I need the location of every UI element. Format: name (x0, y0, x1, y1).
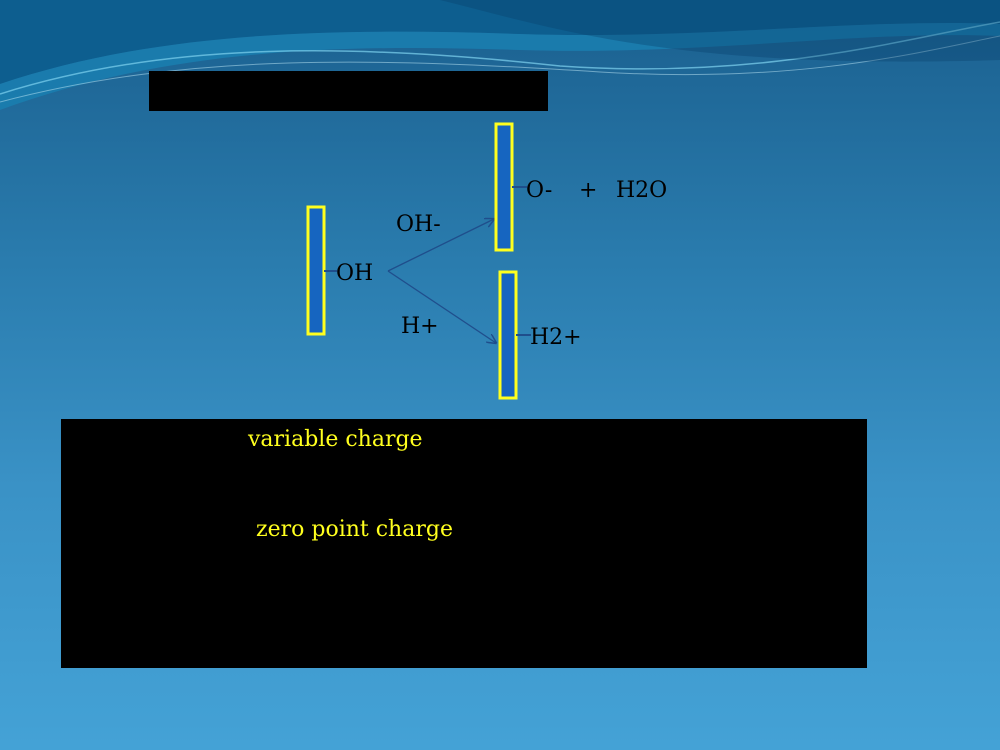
surface-plate-neutral (306, 205, 326, 336)
label-h-plus: H+ (401, 314, 439, 339)
label-plus: + (579, 178, 597, 203)
surface-plate-negative (494, 122, 514, 252)
label-h2o: H2O (616, 178, 667, 203)
label-oh: OH (336, 261, 373, 286)
term-zero-point-charge: zero point charge (256, 517, 453, 542)
text-panel: variable charge zero point charge (61, 419, 867, 668)
arrow-to-positive (387, 270, 496, 343)
title-bar (149, 71, 548, 111)
charge-diagram: OH OH- H+ O- + H2O H2+ (306, 122, 667, 400)
term-variable-charge: variable charge (248, 427, 423, 452)
label-o-minus: O- (526, 178, 552, 203)
label-oh-minus: OH- (396, 212, 441, 237)
surface-plate-positive (498, 270, 518, 400)
arrow-to-negative (387, 219, 494, 272)
label-h2-plus: H2+ (530, 325, 582, 350)
